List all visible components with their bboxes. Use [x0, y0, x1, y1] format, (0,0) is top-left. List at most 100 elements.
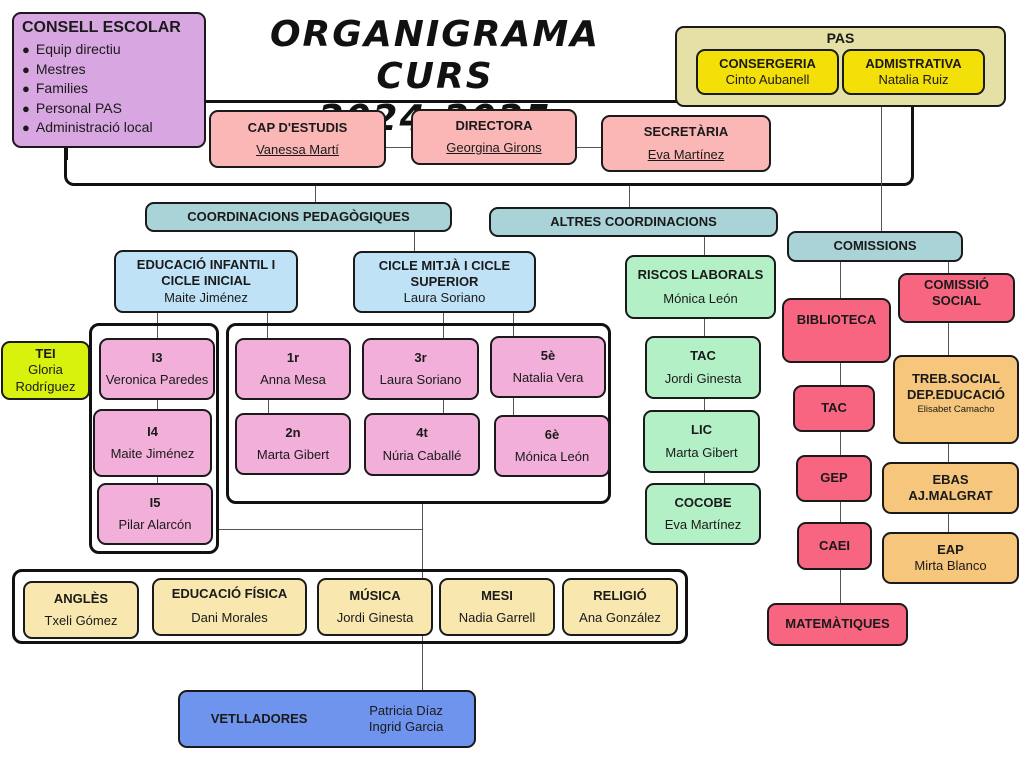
cap-estudis-box: CAP D'ESTUDIS Vanessa Martí — [209, 110, 386, 168]
coord-title: TAC — [690, 348, 716, 364]
connector — [443, 312, 444, 340]
curs-box-i5: I5 Pilar Alarcón — [97, 483, 213, 545]
ebas-box: EBAS AJ.MALGRAT — [882, 462, 1019, 514]
coord-title: LIC — [691, 422, 712, 438]
directora-name[interactable]: Georgina Girons — [446, 140, 542, 155]
consergeria-name: Cinto Aubanell — [725, 72, 810, 87]
coord-title: RISCOS LABORALS — [637, 266, 764, 282]
especialista-title: RELIGIÓ — [593, 587, 647, 603]
cicle-coordinator: Maite Jiménez — [164, 289, 248, 305]
comissio-gep-box: GEP — [796, 455, 872, 502]
secretaria-title: SECRETÀRIA — [643, 124, 729, 140]
consell-escolar-title: CONSELL ESCOLAR — [22, 19, 181, 36]
cicle-mitja-superior-box: CICLE MITJÀ I CICLE SUPERIOR Laura Soria… — [353, 251, 536, 313]
connector — [704, 472, 705, 484]
tei-name-2: Rodríguez — [15, 378, 76, 394]
secretaria-name[interactable]: Eva Martínez — [647, 146, 725, 162]
comissions-box: COMISSIONS — [787, 231, 963, 262]
secretaria-box: SECRETÀRIA Eva Martínez — [601, 115, 771, 172]
comissio-title: GEP — [820, 470, 848, 486]
curs-box-6e: 6è Mónica León — [494, 415, 610, 477]
comissio-title: MATEMÀTIQUES — [785, 616, 890, 632]
curs-title: 3r — [414, 349, 427, 365]
administrativa-title: ADMISTRATIVA — [865, 55, 962, 71]
connector — [948, 322, 949, 356]
cocobe-box: COCOBE Eva Martínez — [645, 483, 761, 545]
tei-box: TEI Gloria Rodríguez — [1, 341, 90, 400]
curs-title: I3 — [151, 349, 163, 365]
especialista-box-angles: ANGLÈS Txeli Gómez — [23, 581, 139, 639]
vetlladores-box: VETLLADORES Patricia Díaz Ingrid Garcia — [178, 690, 476, 748]
treball-social-box: TREB.SOCIAL DEP.EDUCACIÓ Elisabet Camach… — [893, 355, 1019, 444]
list-item: Personal PAS — [22, 99, 153, 119]
curs-teacher: Marta Gibert — [256, 447, 330, 462]
primaria-frame — [226, 323, 611, 504]
connector — [948, 261, 949, 275]
vetlladores-names: Patricia Díaz Ingrid Garcia — [369, 703, 443, 736]
curs-teacher: Maite Jiménez — [110, 446, 195, 461]
curs-teacher: Pilar Alarcón — [118, 517, 192, 532]
social-name: Mirta Blanco — [914, 558, 987, 573]
curs-box-5e: 5è Natalia Vera — [490, 336, 606, 398]
directora-box: DIRECTORA Georgina Girons — [411, 109, 577, 165]
infantil-frame — [89, 323, 219, 554]
connector — [267, 312, 268, 340]
connector — [840, 569, 841, 603]
especialista-name: Jordi Ginesta — [336, 610, 414, 625]
connector — [157, 398, 158, 410]
tac-coord-box: TAC Jordi Ginesta — [645, 336, 761, 399]
comissio-biblioteca-box: BIBLIOTECA — [782, 298, 891, 363]
cicle-title-1: CICLE MITJÀ I CICLE — [378, 257, 511, 273]
coord-name: Eva Martínez — [664, 517, 742, 532]
comissio-social-box: COMISSIÓ SOCIAL — [898, 273, 1015, 323]
coord-name: Mónica León — [663, 291, 738, 306]
social-name: Elisabet Camacho — [917, 403, 995, 415]
connector — [65, 148, 68, 160]
cap-estudis-name[interactable]: Vanessa Martí — [256, 142, 339, 157]
connector — [157, 476, 158, 484]
cap-estudis-title: CAP D'ESTUDIS — [247, 119, 348, 135]
especialista-title: ANGLÈS — [53, 590, 109, 606]
cicle-title-2: CICLE INICIAL — [161, 273, 251, 289]
consell-escolar-box: CONSELL ESCOLAR Equip directiu Mestres F… — [12, 12, 206, 148]
connector — [386, 147, 412, 148]
connector — [268, 400, 269, 414]
list-item: Administració local — [22, 118, 153, 138]
connector — [840, 363, 841, 385]
curs-box-i3: I3 Veronica Paredes — [99, 338, 215, 400]
curs-title: 6è — [544, 426, 560, 442]
especialista-name: Nadia Garrell — [458, 610, 536, 625]
comissio-tac-box: TAC — [793, 385, 875, 432]
connector — [219, 529, 422, 530]
coord-name: Jordi Ginesta — [664, 370, 742, 386]
coordinacions-pedagogiques-title: COORDINACIONS PEDAGÒGIQUES — [187, 208, 410, 224]
coord-title: COCOBE — [674, 494, 732, 510]
curs-box-i4: I4 Maite Jiménez — [93, 409, 212, 477]
connector — [948, 443, 949, 463]
list-item: Families — [22, 79, 153, 99]
vetlladora-name: Patricia Díaz — [369, 702, 443, 718]
list-item: Equip directiu — [22, 40, 153, 60]
social-title-2: AJ.MALGRAT — [908, 488, 993, 503]
especialista-name: Ana González — [579, 610, 661, 625]
comissions-title: COMISSIONS — [833, 238, 917, 254]
especialista-name: Dani Morales — [191, 610, 268, 626]
list-item: Mestres — [22, 60, 153, 80]
consergeria-box: CONSERGERIA Cinto Aubanell — [696, 49, 839, 95]
altres-coordinacions-title: ALTRES COORDINACIONS — [550, 213, 717, 229]
pas-title: PAS — [826, 30, 855, 46]
especialista-name: Txeli Gómez — [44, 613, 118, 628]
curs-box-3r: 3r Laura Soriano — [362, 338, 479, 400]
comissio-caei-box: CAEI — [797, 522, 872, 570]
especialista-title: MESI — [481, 587, 513, 603]
curs-box-4t: 4t Núria Caballé — [364, 413, 480, 476]
curs-title: I4 — [147, 423, 158, 439]
especialista-box-religio: RELIGIÓ Ana González — [562, 578, 678, 636]
social-title-2: DEP.EDUCACIÓ — [906, 387, 1005, 403]
curs-teacher: Núria Caballé — [382, 447, 462, 463]
connector — [205, 100, 681, 103]
especialista-title: EDUCACIÓ FÍSICA — [171, 586, 288, 601]
especialista-title: MÚSICA — [349, 587, 401, 603]
curs-title: 1r — [286, 349, 300, 365]
comissio-title: BIBLIOTECA — [796, 312, 877, 327]
